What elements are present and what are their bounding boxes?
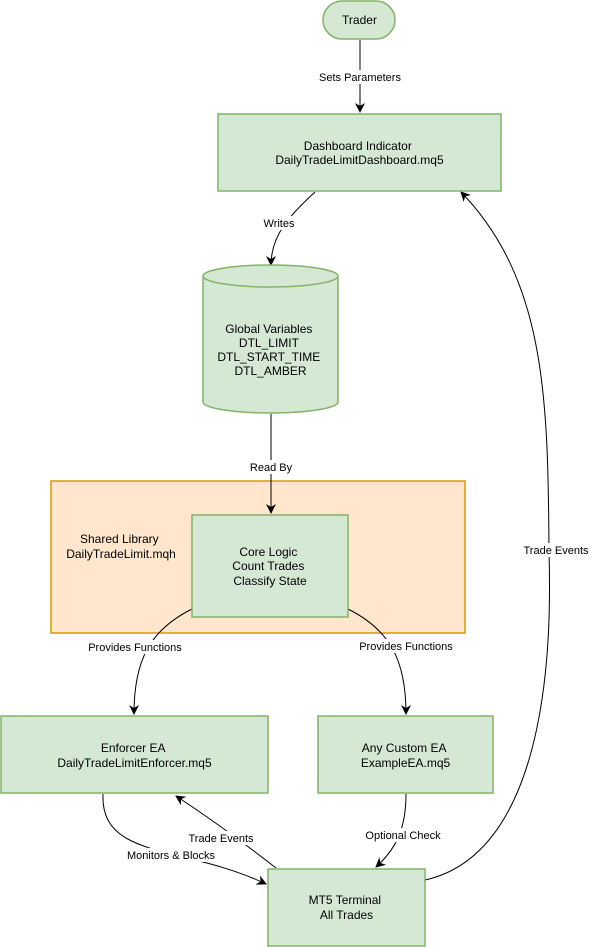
- edge-label-trade-events-left: Trade Events: [188, 833, 254, 845]
- core-logic-node[interactable]: [191, 514, 349, 618]
- dashboard-indicator-label: Dashboard Indicator DailyTradeLimitDashb…: [275, 139, 444, 167]
- edge-label-writes: Writes: [264, 218, 295, 230]
- core-logic-label: Core Logic Count Trades Classify State: [232, 545, 307, 588]
- edge-label-monitors-blocks: Monitors & Blocks: [127, 850, 216, 862]
- dashboard-indicator-node[interactable]: [217, 113, 502, 192]
- custom-ea-node[interactable]: [317, 715, 494, 794]
- global-variables-label: Global Variables DTL_LIMIT DTL_START_TIM…: [217, 322, 323, 378]
- mt5-terminal-label: MT5 Terminal All Trades: [309, 893, 385, 922]
- trader-node[interactable]: [322, 0, 396, 40]
- edge-label-read-by: Read By: [250, 462, 293, 474]
- edge-label-provides-functions-right: Provides Functions: [359, 641, 453, 653]
- mt5-terminal-node[interactable]: [267, 868, 426, 947]
- shared-library-label: Shared Library DailyTradeLimit.mqh: [66, 532, 176, 561]
- global-variables-node[interactable]: [202, 264, 339, 414]
- edge-terminal-to-enforcer: [175, 795, 277, 869]
- enforcer-ea-node[interactable]: [0, 715, 269, 794]
- edge-label-provides-functions-left: Provides Functions: [88, 642, 182, 654]
- trader-node-label: Trader: [342, 13, 377, 27]
- edge-label-sets-parameters: Sets Parameters: [319, 72, 401, 84]
- enforcer-ea-label: Enforcer EA DailyTradeLimitEnforcer.mq5: [57, 741, 212, 770]
- edge-label-optional-check: Optional Check: [365, 830, 441, 842]
- custom-ea-label: Any Custom EA ExampleEA.mq5: [361, 741, 451, 770]
- edge-label-trade-events-right: Trade Events: [523, 545, 589, 557]
